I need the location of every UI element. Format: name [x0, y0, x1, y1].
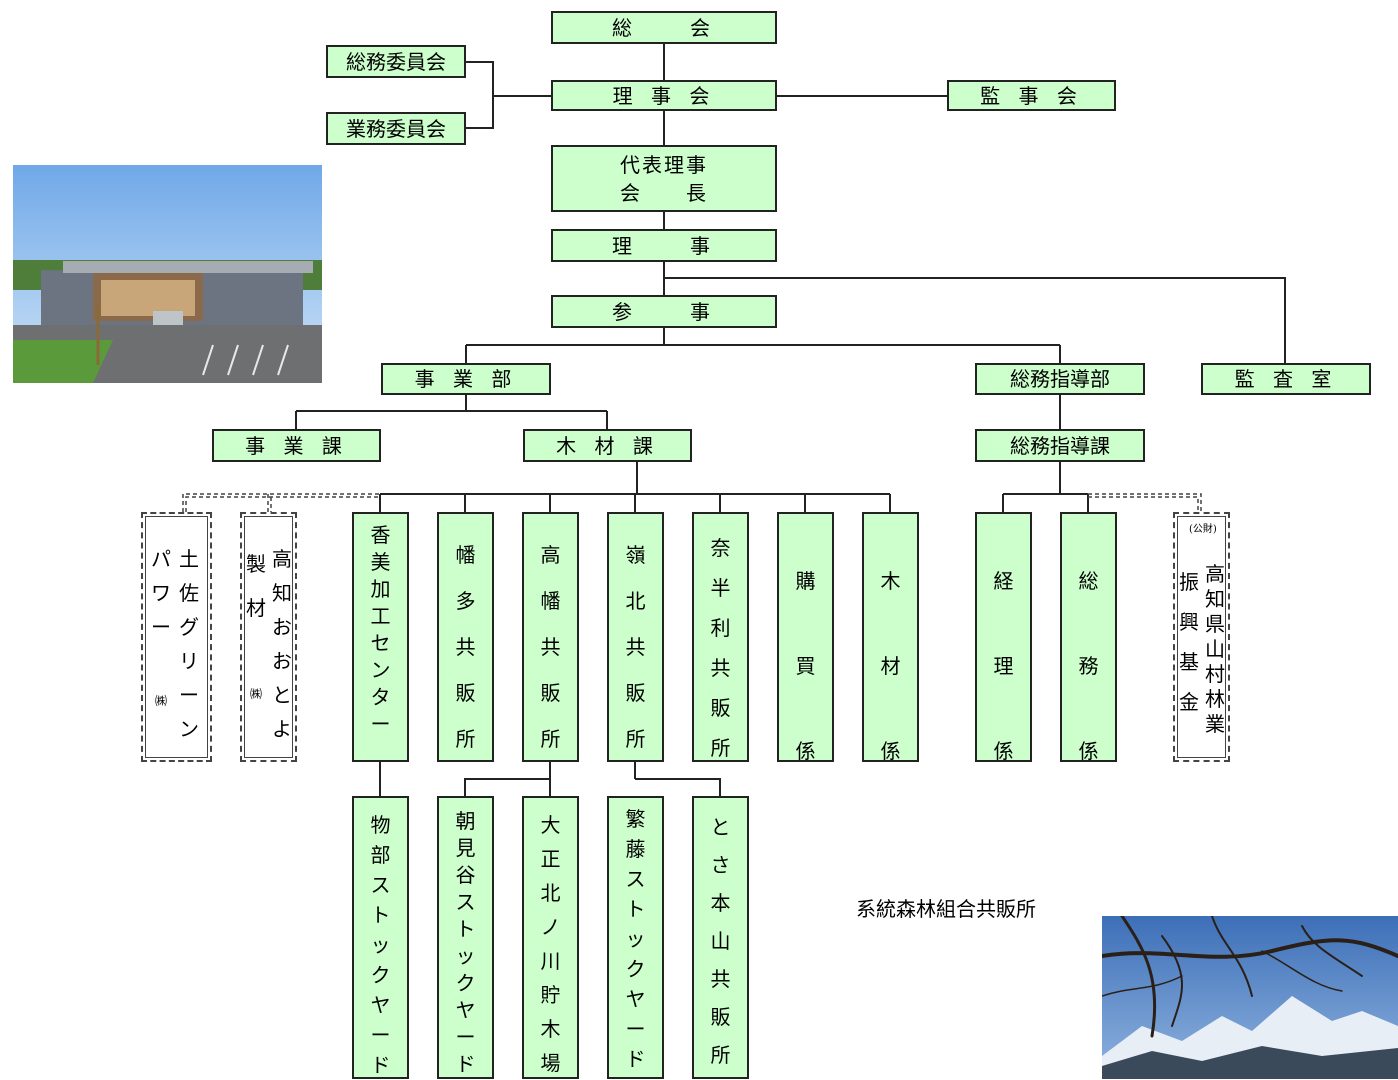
general-assembly-box: 総 会	[551, 11, 777, 44]
reihoku-sales-office-box: 嶺北共販所	[607, 512, 664, 762]
accounting-unit-box: 経理係	[975, 512, 1032, 763]
mountain-photo	[1102, 916, 1398, 1079]
general-affairs-guidance-section-box: 総務指導課	[975, 429, 1145, 462]
director-box: 理 事	[551, 229, 777, 262]
business-committee-box: 業務委員会	[326, 112, 466, 145]
business-section-box: 事 業 課	[212, 429, 381, 462]
taisho-kitanokawa-lumberyard-box: 大正北ノ川貯木場	[522, 796, 579, 1079]
kami-processing-center-box: 香美加工センター	[352, 512, 409, 762]
shigefuji-stockyard-box: 繁藤ストックヤード	[607, 796, 664, 1079]
monobe-stockyard-box: 物部ストックヤード	[352, 796, 409, 1079]
tosa-green-power-box: 土佐グリーン パワー㈱	[141, 512, 212, 762]
asamidani-stockyard-box: 朝見谷ストックヤード	[437, 796, 494, 1079]
nahari-sales-office-box: 奈半利共販所	[692, 512, 749, 762]
building-photo	[13, 165, 322, 383]
general-affairs-unit-box: 総務係	[1060, 512, 1117, 763]
board-of-directors-box: 理 事 会	[551, 80, 777, 111]
timber-section-box: 木 材 課	[523, 429, 692, 462]
system-forest-cooperative-sales-caption: 系統森林組合共販所	[856, 897, 1036, 921]
general-affairs-guidance-department-box: 総務指導部	[975, 363, 1145, 395]
general-affairs-committee-box: 総務委員会	[326, 45, 466, 78]
timber-unit-box: 木材係	[862, 512, 919, 763]
kochi-mountain-village-forestry-foundation-box: (公財) 高知県山村林業 振興基金	[1173, 512, 1230, 762]
board-of-auditors-box: 監 事 会	[947, 80, 1116, 111]
hata-sales-office-box: 幡多共販所	[437, 512, 494, 762]
kochi-otoyo-sawmill-box: 高知おおとよ 製材㈱	[240, 512, 297, 762]
representative-director-box: 代表理事 会 長	[551, 145, 777, 212]
tosa-motoyama-sales-office-box: とさ本山共販所	[692, 796, 749, 1079]
councilor-box: 参 事	[551, 295, 777, 328]
business-department-box: 事 業 部	[381, 363, 551, 395]
takahata-sales-office-box: 高幡共販所	[522, 512, 579, 762]
audit-office-box: 監 査 室	[1201, 363, 1371, 395]
purchasing-unit-box: 購買係	[777, 512, 834, 763]
